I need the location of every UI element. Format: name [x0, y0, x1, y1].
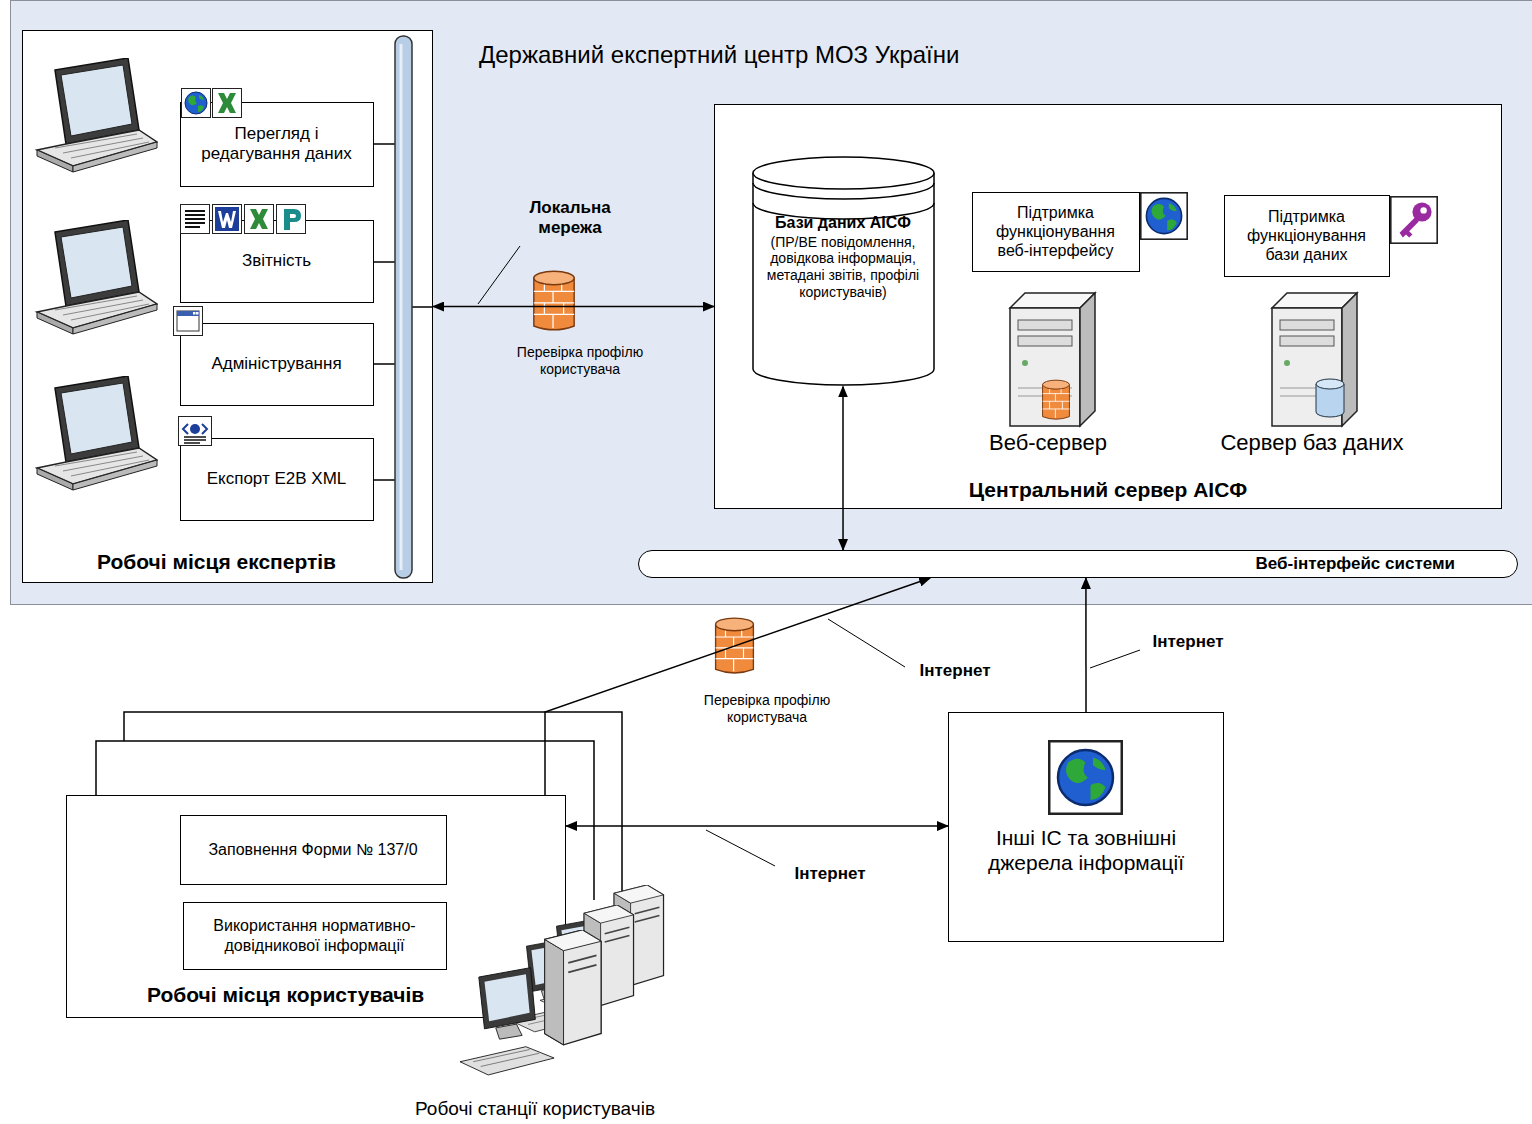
excel-icon [213, 89, 242, 118]
caption-label: Перевірка профілю користувача [682, 692, 852, 726]
laptop [37, 58, 157, 172]
workstation [510, 905, 634, 1032]
process-box: Підтримка функціонування веб-інтерфейсу [972, 192, 1140, 272]
word-icon [213, 205, 242, 234]
db-icon [1316, 379, 1344, 417]
caption-label: Перевірка профілю користувача [505, 344, 655, 378]
caption-label: Робочі станції користувачів [415, 1098, 655, 1121]
publisher-icon [277, 205, 306, 234]
process-box: Експорт E2B XML [180, 438, 374, 521]
connector [842, 387, 844, 551]
web-icon [182, 89, 211, 118]
process-box: Заповнення Форми № 137/0 [180, 815, 447, 885]
caption-label: Веб-сервер [989, 430, 1107, 456]
process-box: Робочі місця користувачів Заповнення Форм… [66, 795, 566, 1018]
key-icon [1391, 197, 1437, 243]
web-server [1010, 293, 1095, 426]
process-box: Використання нормативно-довідникової інф… [183, 902, 447, 970]
node-text: Інші ІС та зовнішні джерела інформації [957, 825, 1215, 875]
connector [566, 825, 948, 827]
node-heading: Центральний сервер АІСФ [715, 477, 1501, 502]
process-box: Адміністрування [180, 323, 374, 406]
node-text: Підтримка функціонування бази даних [1233, 207, 1381, 265]
firewall-icon [716, 618, 754, 673]
node-heading: Бази даних АІСФ [775, 213, 911, 232]
node-text: Державний експертний центр МОЗ України [479, 41, 959, 70]
database-cylinder: Бази даних АІСФ (ПР/ВЕ повідомлення, дові… [752, 155, 935, 387]
lan-bus [374, 36, 433, 578]
edge-label: Інтернет [1150, 631, 1227, 653]
edge-label: Інтернет [917, 660, 994, 682]
node-text: (ПР/ВЕ повідомлення, довідкова інформаці… [760, 234, 927, 301]
connector [1085, 578, 1087, 712]
process-box: Підтримка функціонування бази даних [1224, 195, 1390, 277]
caption-label: Сервер баз даних [1220, 430, 1403, 456]
leader-lines [478, 246, 1140, 866]
connector [545, 578, 930, 795]
stacked-box [96, 741, 594, 900]
firewall-icon [1043, 380, 1070, 419]
process-box: Інші ІС та зовнішні джерела інформації [948, 712, 1224, 942]
node-heading: Веб-інтерфейс системи [1255, 554, 1455, 574]
xml-icon [179, 417, 212, 446]
process-box: Перегляд і редагування даних [180, 102, 374, 187]
stacked-box [124, 712, 622, 900]
web-icon [1049, 741, 1122, 814]
edge-label: Інтернет [792, 863, 869, 885]
node-text: Адміністрування [211, 354, 341, 374]
process-box: Робочі місця експертів Перегляд і редагув… [22, 30, 433, 583]
document-icon [181, 205, 210, 234]
workstation [540, 885, 664, 1012]
excel-icon [245, 205, 274, 234]
node-text: Звітність [242, 251, 311, 271]
region-panel: Державний експертний центр МОЗ УкраїниРо… [10, 0, 1532, 605]
workstation [460, 930, 601, 1075]
process-box: Звітність [180, 220, 374, 303]
laptop [37, 220, 157, 334]
node-text: Підтримка функціонування веб-інтерфейсу [981, 203, 1131, 261]
db-server [1272, 293, 1357, 426]
interface-band: Веб-інтерфейс системи [638, 550, 1518, 578]
node-text: Використання нормативно-довідникової інф… [192, 916, 438, 954]
web-icon [1141, 193, 1187, 239]
node-text: Перегляд і редагування даних [189, 124, 365, 165]
node-text: Експорт E2B XML [207, 469, 347, 489]
node-heading: Робочі місця користувачів [147, 982, 424, 1007]
edge-label: Локальна мережа [507, 197, 633, 240]
laptop [37, 376, 157, 490]
node-text: Заповнення Форми № 137/0 [208, 840, 417, 859]
node-heading: Робочі місця експертів [23, 549, 410, 574]
window-icon [174, 307, 203, 336]
firewall-icon [534, 271, 574, 330]
connector [433, 306, 714, 308]
